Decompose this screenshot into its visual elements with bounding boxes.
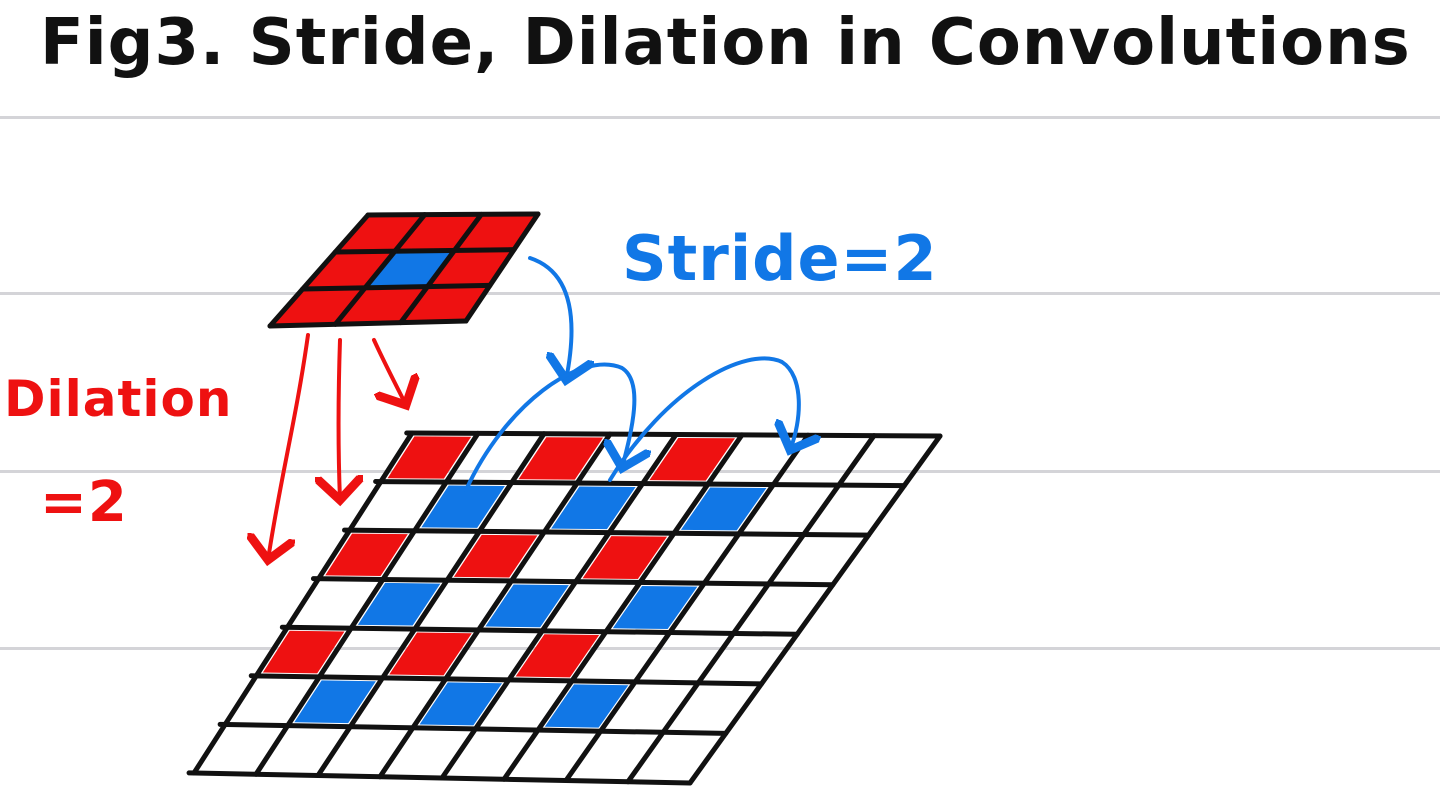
kernel-cell (398, 215, 478, 250)
stride-position-cell (421, 485, 505, 528)
kernel-line (267, 212, 371, 329)
kernel-cell (306, 252, 392, 288)
grid-line (191, 430, 415, 776)
dilated-kernel-cell (262, 630, 345, 674)
dilated-kernel-cell (389, 632, 472, 676)
dilated-kernel-cell (453, 534, 538, 578)
stride-arrow (528, 256, 571, 380)
dilated-kernel-cell (649, 437, 736, 481)
kernel-line (332, 212, 428, 327)
kernel-cells (273, 215, 535, 325)
stride-position-cell (419, 682, 503, 726)
grid-line (377, 431, 613, 780)
dilation-arrow (372, 338, 406, 405)
kernel-cell (404, 286, 487, 322)
dilation-annotation: Dilation (4, 370, 233, 428)
stride-annotation: Stride=2 (622, 222, 938, 295)
grid-line (315, 431, 547, 778)
ruled-line (0, 116, 1440, 119)
stride-position-cell (485, 584, 569, 628)
kernel-center-cell (368, 251, 451, 287)
kernel-line (332, 247, 517, 255)
grid-line (625, 433, 877, 785)
kernel-line (398, 211, 484, 326)
grid-line (439, 432, 679, 781)
stride-arrows (464, 256, 799, 492)
stride-position-cell (551, 486, 636, 530)
stride-arrow (464, 362, 634, 492)
dilation-arrow (268, 333, 310, 560)
dilation-arrows (268, 333, 406, 560)
stride-position-cell (612, 585, 698, 630)
kernel-line (300, 282, 493, 292)
grid-line (501, 432, 745, 782)
stride-position-cell (294, 680, 376, 724)
stride-arrow (608, 356, 799, 482)
stride-position-cell (357, 582, 441, 626)
dilation-arrow (339, 338, 341, 500)
kernel-line (365, 211, 541, 218)
dilated-kernel-cell (515, 634, 600, 678)
input-grid-cells (262, 436, 767, 728)
ruled-line (0, 470, 1440, 473)
stride-position-cell (680, 487, 767, 531)
kernel-line (267, 318, 469, 329)
dilated-kernel-cell (518, 437, 604, 480)
grid-line (563, 432, 811, 783)
grid-line (253, 430, 481, 777)
grid-line (687, 433, 943, 786)
stride-position-cell (544, 684, 629, 728)
dilated-kernel-cell (582, 536, 668, 579)
ruled-line (0, 292, 1440, 295)
figure-title: Fig3. Stride, Dilation in Convolutions (40, 6, 1411, 80)
dilated-kernel-cell (387, 436, 472, 479)
kernel-line (463, 211, 541, 324)
input-grid (186, 430, 943, 786)
dilated-kernel-cell (325, 533, 408, 577)
kernel-grid (267, 211, 541, 329)
kernel-cell (431, 251, 511, 286)
kernel-cell (339, 216, 422, 251)
dilation-value-annotation: =2 (40, 470, 128, 535)
